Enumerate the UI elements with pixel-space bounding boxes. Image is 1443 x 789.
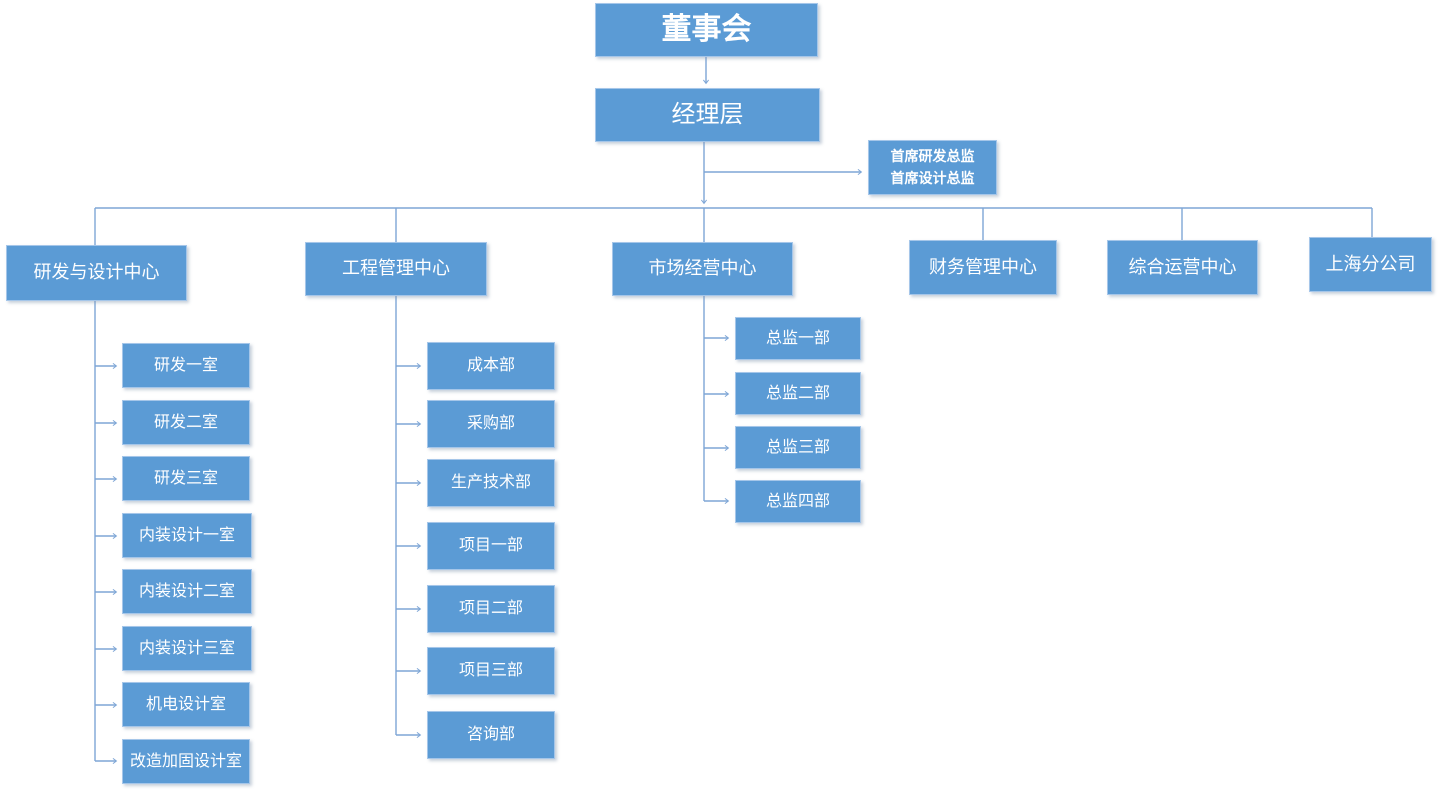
org-node-interior-design-1: 内装设计一室 — [122, 513, 252, 558]
org-node-project-dept-3: 项目三部 — [427, 647, 555, 695]
chief-director-line-1: 首席研发总监 — [890, 147, 975, 164]
org-node-mech-elec-design: 机电设计室 — [122, 682, 250, 727]
org-node-director-dept-4: 总监四部 — [735, 480, 861, 523]
org-node-cost-dept: 成本部 — [427, 342, 555, 390]
org-node-production-tech-dept: 生产技术部 — [427, 459, 555, 507]
org-node-rd-design-center: 研发与设计中心 — [6, 245, 187, 301]
chief-director-line-2: 首席设计总监 — [890, 169, 975, 186]
org-node-chief-directors: 首席研发总监 首席设计总监 — [868, 140, 997, 195]
org-node-project-dept-1: 项目一部 — [427, 522, 555, 570]
org-node-market-center: 市场经营中心 — [612, 242, 793, 296]
org-node-rd-room-3: 研发三室 — [122, 456, 250, 501]
org-node-engineering-center: 工程管理中心 — [305, 242, 487, 296]
org-node-retrofit-design: 改造加固设计室 — [122, 739, 250, 784]
org-node-director-dept-2: 总监二部 — [735, 372, 861, 415]
org-node-shanghai-branch: 上海分公司 — [1309, 237, 1432, 292]
org-node-project-dept-2: 项目二部 — [427, 585, 555, 633]
org-node-finance-center: 财务管理中心 — [909, 240, 1057, 295]
org-node-board: 董事会 — [595, 3, 818, 57]
org-node-rd-room-2: 研发二室 — [122, 400, 250, 445]
org-node-interior-design-2: 内装设计二室 — [122, 569, 252, 614]
org-node-interior-design-3: 内装设计三室 — [122, 626, 252, 671]
org-node-consulting-dept: 咨询部 — [427, 711, 555, 759]
org-node-operations-center: 综合运营中心 — [1107, 240, 1258, 295]
org-node-rd-room-1: 研发一室 — [122, 343, 250, 388]
org-node-director-dept-1: 总监一部 — [735, 317, 861, 360]
org-node-director-dept-3: 总监三部 — [735, 426, 861, 469]
org-node-procurement-dept: 采购部 — [427, 400, 555, 448]
org-node-management: 经理层 — [595, 88, 820, 142]
